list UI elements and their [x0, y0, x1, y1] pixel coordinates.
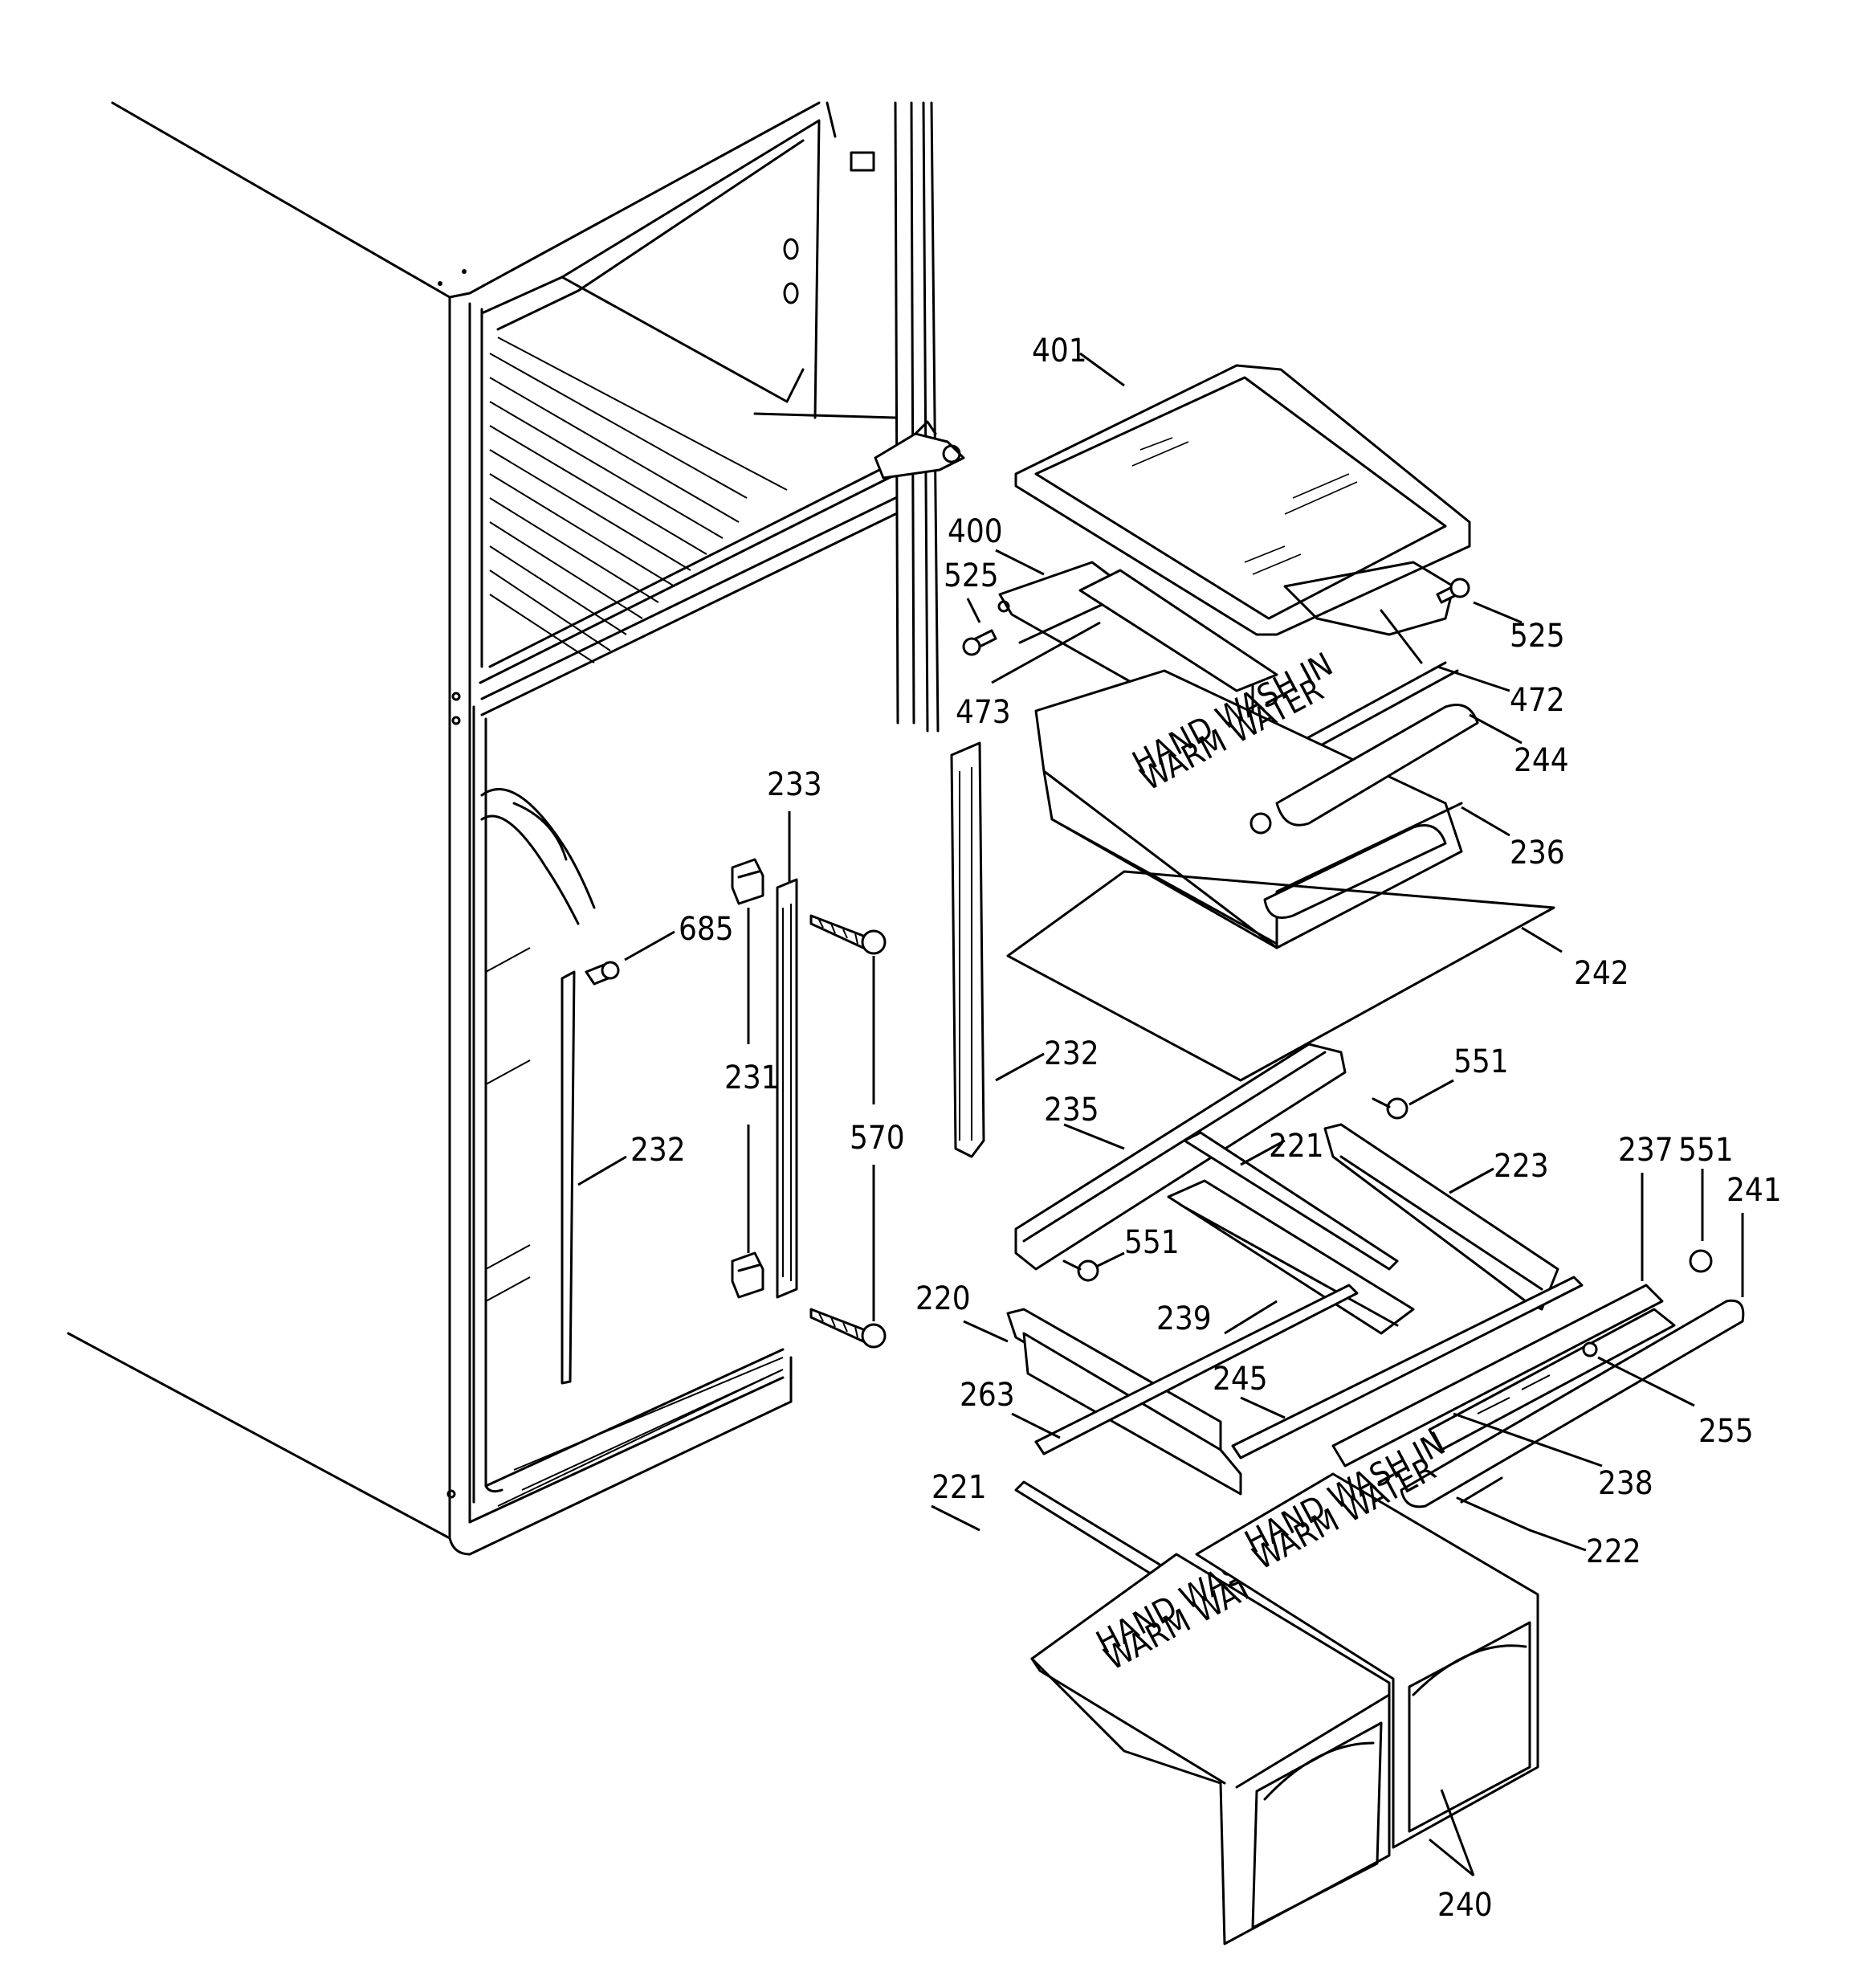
- screw-570-bottom: [809, 1308, 887, 1349]
- cover-237: [1331, 1284, 1664, 1468]
- label-244: 244: [1514, 742, 1569, 779]
- label-235: 235: [1044, 1092, 1099, 1129]
- support-233: [776, 878, 798, 1299]
- rail-263: [1034, 1284, 1359, 1455]
- leader-lines: [577, 352, 1744, 1877]
- cap-231-bottom: [731, 1251, 764, 1299]
- damper-255: [1582, 1341, 1598, 1357]
- label-241: 241: [1726, 1172, 1782, 1209]
- screw-570-top: [809, 914, 887, 955]
- glass-242: [1006, 870, 1555, 1082]
- slide-223: [1323, 1123, 1559, 1311]
- refrigerator-cabinet: [67, 101, 965, 1556]
- label-223: 223: [1494, 1148, 1549, 1185]
- label-222: 222: [1586, 1533, 1641, 1570]
- screw-525-left: [962, 629, 997, 656]
- cover-support-221-upper: [1183, 1131, 1399, 1271]
- label-220: 220: [915, 1280, 971, 1317]
- label-231: 231: [724, 1059, 780, 1096]
- screw-551-left: [1062, 1259, 1099, 1282]
- label-240: 240: [1437, 1887, 1493, 1924]
- label-242: 242: [1574, 955, 1629, 992]
- rail-245: [1231, 1276, 1584, 1459]
- cap-231-top: [731, 858, 764, 905]
- label-221-lower: 221: [932, 1469, 987, 1506]
- label-232-right: 232: [1044, 1035, 1099, 1072]
- label-551-upper: 551: [1453, 1043, 1509, 1080]
- label-263: 263: [960, 1377, 1015, 1414]
- label-400: 400: [948, 513, 1003, 550]
- pan-cover-244: [1275, 704, 1479, 827]
- front-rail-235: [1014, 1043, 1347, 1271]
- label-237: 237: [1618, 1132, 1673, 1169]
- glass-shelf-401: [1014, 364, 1471, 636]
- label-525-left: 525: [944, 557, 999, 594]
- label-232-left: 232: [630, 1132, 686, 1169]
- label-570: 570: [850, 1120, 905, 1157]
- label-473: 473: [956, 694, 1011, 731]
- label-236: 236: [1510, 835, 1565, 872]
- cover-238: [1428, 1308, 1676, 1451]
- label-472: 472: [1510, 682, 1565, 719]
- label-401: 401: [1032, 333, 1087, 369]
- meat-pan-236: HAND WASH IN WARM WATER: [1034, 646, 1463, 949]
- label-255: 255: [1698, 1413, 1754, 1450]
- screw-525-right: [1436, 578, 1470, 604]
- rail-232-left: [561, 970, 576, 1385]
- rail-232-right: [950, 741, 985, 1158]
- cover-241: [1400, 1299, 1745, 1508]
- label-551-right: 551: [1678, 1132, 1734, 1169]
- label-551-left: 551: [1124, 1224, 1180, 1261]
- label-239: 239: [1156, 1300, 1212, 1337]
- screw-685: [585, 961, 620, 986]
- label-245: 245: [1213, 1361, 1268, 1398]
- part-labels: 401 400 525 525 473 472 244 236 242 233 …: [630, 333, 1782, 1924]
- front-frame-220: [1006, 1308, 1242, 1496]
- label-238: 238: [1598, 1465, 1653, 1502]
- screw-551-upper: [1372, 1097, 1408, 1120]
- label-525-right: 525: [1510, 618, 1565, 655]
- label-233: 233: [767, 766, 822, 803]
- screw-551-right: [1689, 1249, 1713, 1273]
- label-685: 685: [679, 911, 734, 948]
- label-221-upper: 221: [1269, 1128, 1324, 1165]
- rail-222: [1456, 1496, 1531, 1532]
